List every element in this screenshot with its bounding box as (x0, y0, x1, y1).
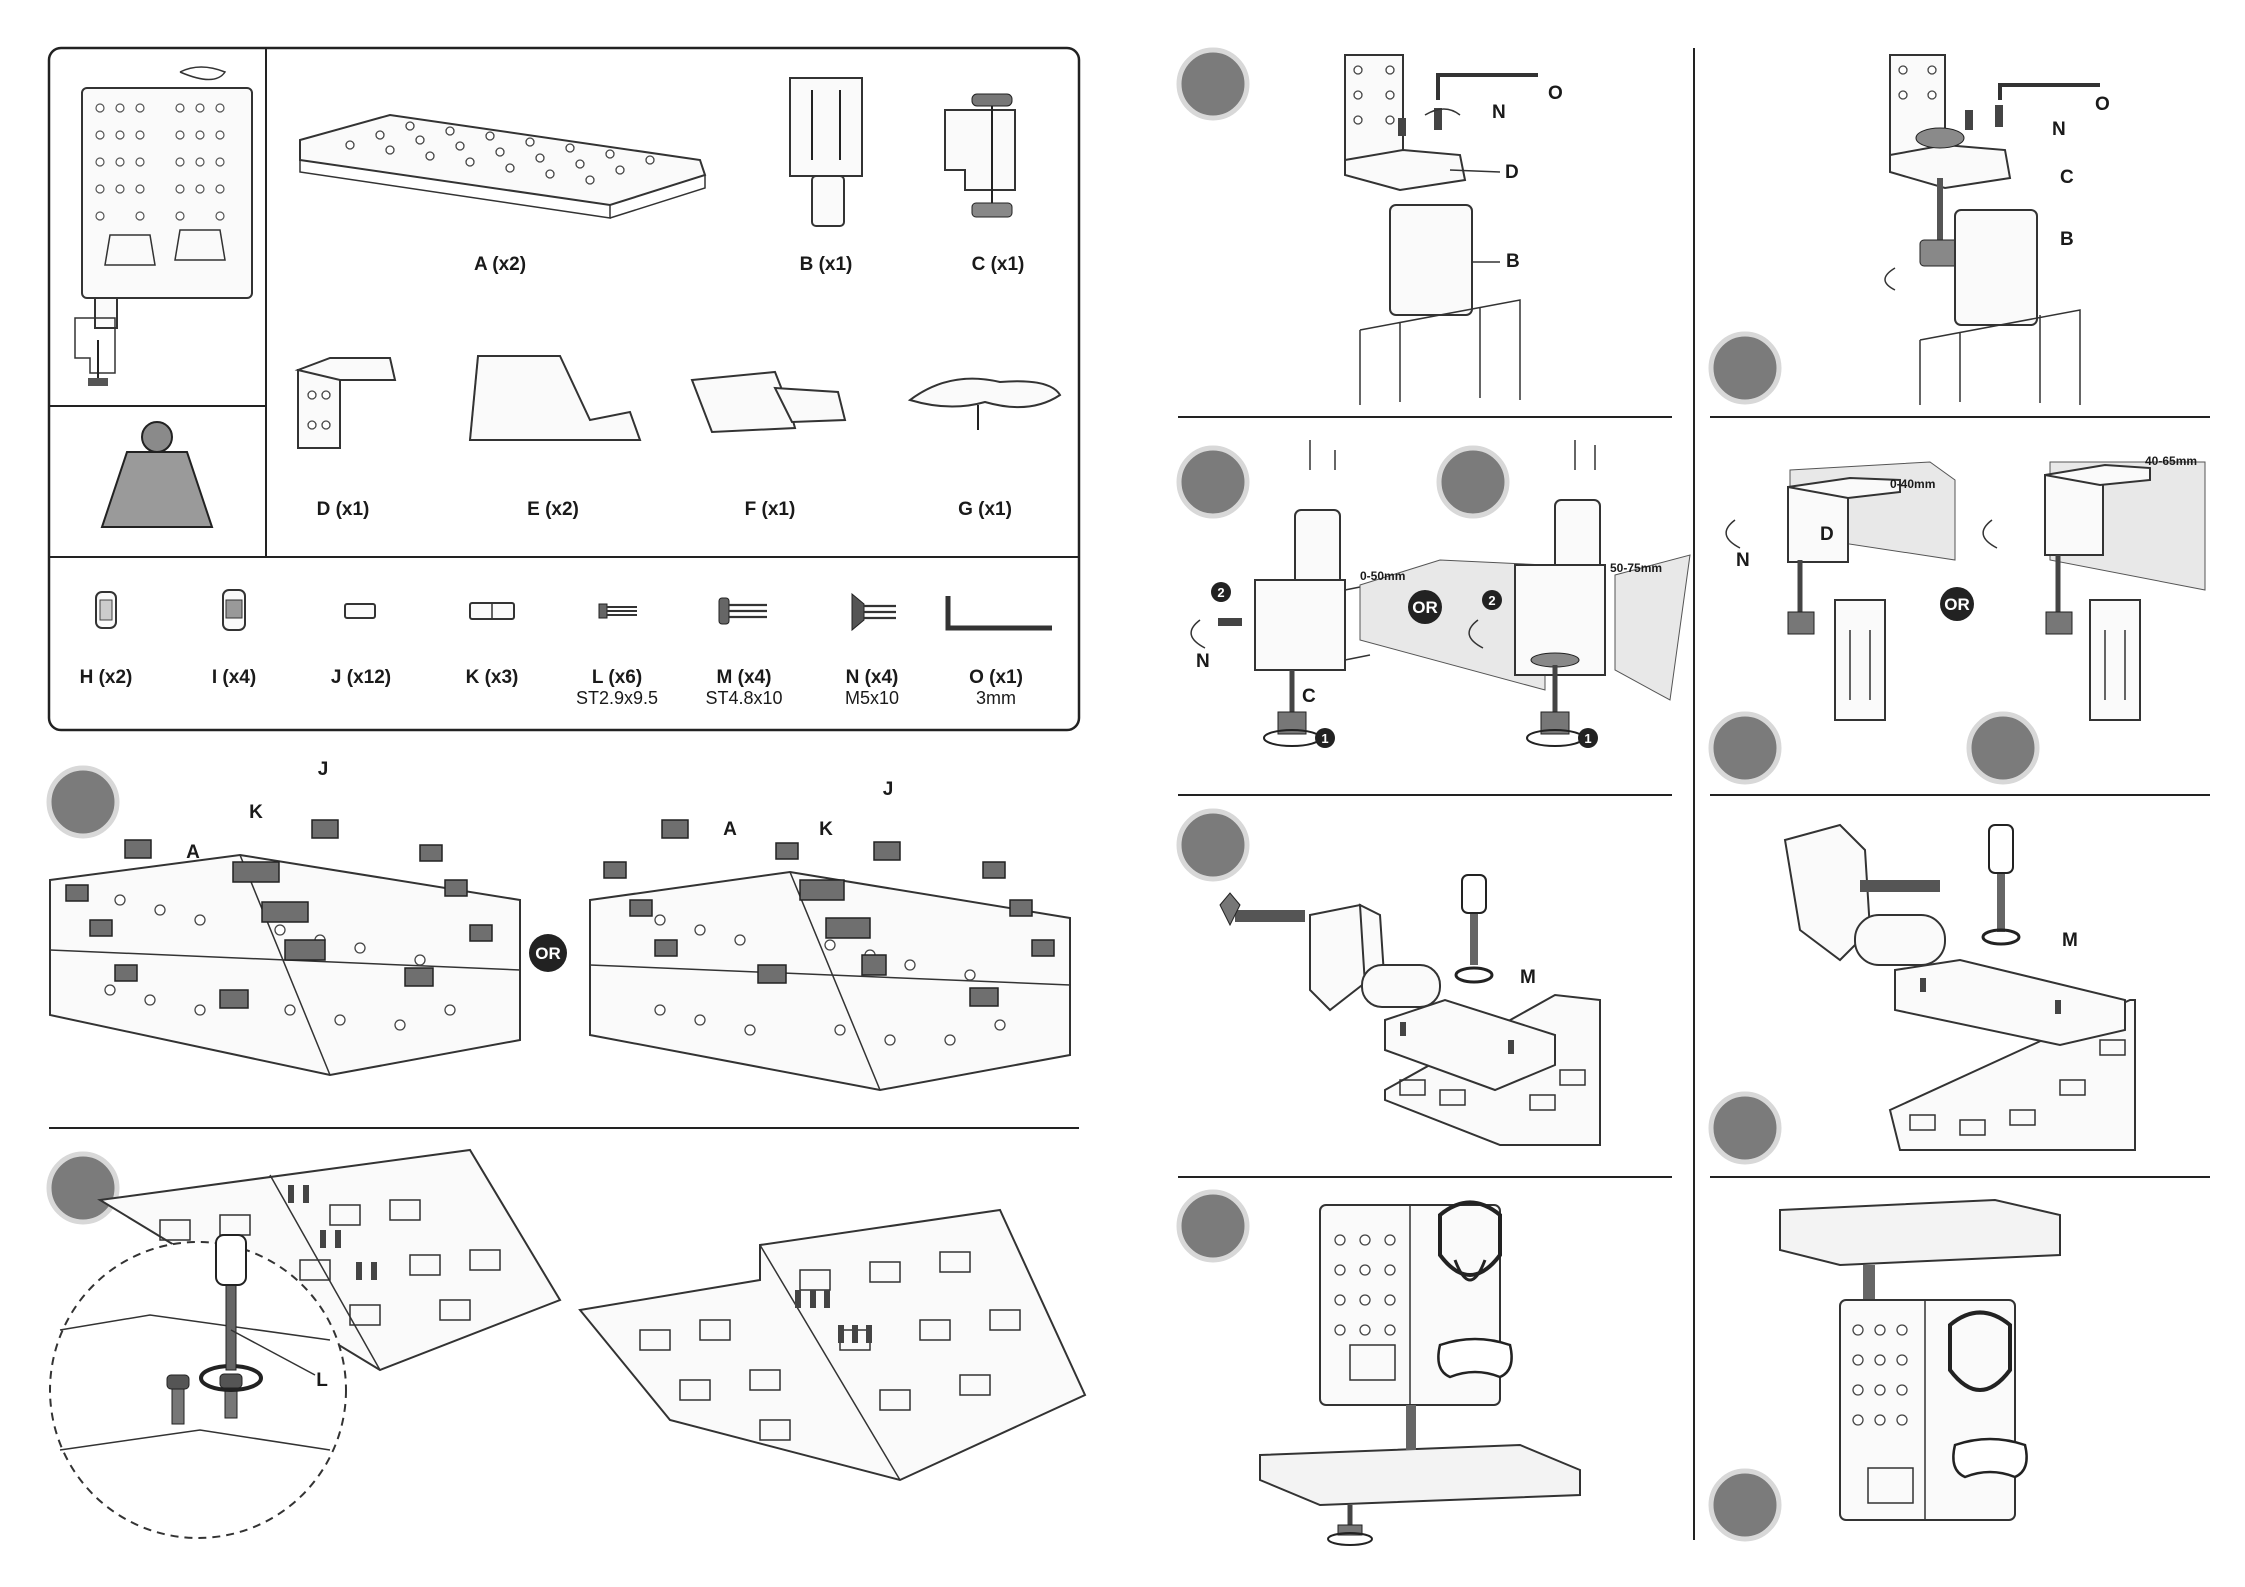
part-f-label: F (x1) (745, 499, 796, 520)
dim-under-thin: 0-40mm (1890, 477, 1935, 491)
order-mark-2: 2 (1217, 585, 1224, 600)
step-under-desk-options: 0-40mm N D OR 40-65mm (1711, 454, 2205, 782)
hardware-l-spec: ST2.9x9.5 (576, 688, 658, 708)
hardware-o-label: O (x1) (969, 667, 1023, 688)
step-number-circle (1179, 811, 1247, 879)
order-mark-1: 1 (1321, 731, 1328, 746)
step-number-circle (1179, 448, 1247, 516)
dim-under-thick: 40-65mm (2145, 454, 2197, 468)
hardware-k-label: K (x3) (466, 667, 519, 688)
step-number-circle (49, 768, 117, 836)
step-number-circle (49, 1154, 117, 1222)
under-desk-thick-icon: 40-65mm (1983, 454, 2205, 720)
hardware-l-screw-icon (599, 604, 637, 618)
callout-m-2: M (2062, 930, 2078, 951)
step-number-circle (1711, 714, 1779, 782)
callout-n-under: N (1736, 550, 1750, 571)
callout-l: L (316, 1370, 328, 1391)
callout-n: N (1492, 102, 1506, 123)
or-label-3: OR (1944, 595, 1970, 614)
or-label-2: OR (1412, 598, 1438, 617)
step-number-circle (1711, 1094, 1779, 1162)
callout-o: O (1548, 83, 1563, 104)
step-attach-clamp-board: M (1179, 811, 1600, 1145)
callout-k: K (249, 802, 263, 823)
hardware-n-spec: M5x10 (845, 688, 899, 708)
step-number-circle (1711, 334, 1779, 402)
order-mark-1b: 1 (1584, 731, 1591, 746)
plates-joined-icon (580, 1210, 1085, 1480)
or-badge: OR (1940, 587, 1974, 621)
callout-c-2: C (2060, 167, 2074, 188)
or-badge: OR (1408, 590, 1442, 624)
hardware-i-clip-icon (223, 590, 245, 630)
callout-b: B (1506, 251, 1520, 272)
parts-box: A (x2) B (x1) C (x1) D (x1) E (x2) (49, 48, 1079, 730)
step-number-circle (1179, 50, 1247, 118)
hardware-h-label: H (x2) (80, 667, 133, 688)
or-label: OR (535, 944, 561, 963)
callout-d: D (1505, 162, 1519, 183)
callout-m: M (1520, 967, 1536, 988)
part-g-label: G (x1) (958, 499, 1012, 520)
hardware-k-block-icon (470, 603, 514, 619)
callout-n-small: N (1196, 651, 1210, 672)
callout-c-small: C (1302, 686, 1316, 707)
step-final-on-desk (1179, 1192, 1580, 1545)
callout-a: A (186, 842, 200, 863)
step-number-circle (1439, 448, 1507, 516)
part-c-label: C (x1) (972, 254, 1025, 275)
hardware-m-spec: ST4.8x10 (705, 688, 782, 708)
part-e-label: E (x2) (527, 499, 579, 520)
step-final-under-desk (1711, 1200, 2060, 1539)
step-attach-clamp-board-alt: M (1711, 825, 2135, 1162)
callout-n-2: N (2052, 119, 2066, 140)
callout-o-2: O (2095, 94, 2110, 115)
step-number-circle (1179, 1192, 1247, 1260)
plate-assembly-right-icon (590, 872, 1070, 1090)
or-badge: OR (529, 934, 567, 972)
step-connect-plates: A K J OR A K J (49, 759, 1070, 1090)
callout-j: J (318, 759, 329, 780)
hardware-i-label: I (x4) (212, 667, 256, 688)
hardware-h-clip-icon (96, 592, 116, 628)
part-b-label: B (x1) (800, 254, 853, 275)
part-d-label: D (x1) (317, 499, 370, 520)
hardware-j-label: J (x12) (331, 667, 391, 688)
callout-j-right: J (883, 779, 894, 800)
hardware-n-label: N (x4) (846, 667, 899, 688)
step-attach-d-to-b: O N D B (1179, 50, 1563, 405)
order-mark-2b: 2 (1488, 593, 1495, 608)
hardware-l-label: L (x6) (592, 667, 642, 688)
callout-a-right: A (723, 819, 737, 840)
hardware-m-label: M (x4) (717, 667, 772, 688)
step-number-circle (1711, 1471, 1779, 1539)
dim-clamp-thin: 0-50mm (1360, 569, 1405, 583)
under-desk-thin-icon: 0-40mm N D (1726, 462, 1955, 720)
callout-d-small: D (1820, 524, 1834, 545)
part-a-label: A (x2) (474, 254, 526, 275)
step-clamp-desk-options: 2 1 0-50mm N C OR 2 1 50-75mm (1179, 440, 1690, 748)
dim-clamp-thick: 50-75mm (1610, 561, 1662, 575)
step-screw-plates: L (49, 1150, 1085, 1538)
step-attach-c-to-b: O N C B (1711, 55, 2110, 405)
step-number-circle (1969, 714, 2037, 782)
hardware-o-spec: 3mm (976, 688, 1016, 708)
callout-k-right: K (819, 819, 833, 840)
callout-b-2: B (2060, 229, 2074, 250)
hardware-j-block-icon (345, 604, 375, 618)
